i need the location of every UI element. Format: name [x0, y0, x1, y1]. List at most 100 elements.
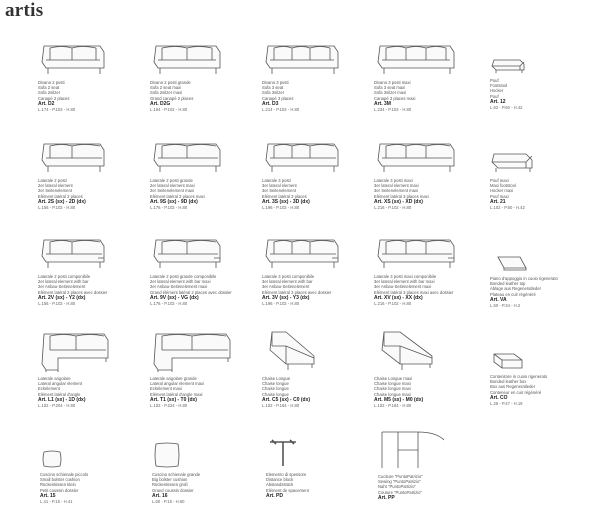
article-code: Art. D2 — [38, 100, 55, 107]
description-line: Elemento di spessore — [266, 472, 307, 477]
description-line: Elément latéral 2 places avec dossier — [38, 289, 108, 295]
description-line: Abstandsstück — [266, 482, 294, 488]
description-line: Laterale 3 posti componibile — [262, 274, 315, 279]
description-line: Canapé 2 places — [38, 95, 70, 101]
description-line: Sofa 2sitzer maxi — [150, 90, 183, 96]
description-line: Elément latéral 3 places maxi — [374, 193, 429, 199]
description-line: Plateau en cuir régénéré — [490, 291, 536, 297]
article-code: Art. PD — [266, 492, 283, 499]
description-line: 3er lateral element maxi — [374, 183, 419, 189]
description-line: Petit coussin dossier — [40, 487, 79, 493]
article-code: Art. 9S (sx) - 9D (dx) — [150, 198, 198, 205]
description-line: Piano d'appoggio in cuoio rigenerato — [490, 276, 558, 281]
dimensions: L.50 - P.34 - H.2 — [490, 302, 521, 308]
description-line: Divano 3 posti maxi — [374, 80, 411, 85]
pouf-drawing — [491, 153, 533, 172]
description-line: Bonded leather box — [490, 379, 527, 385]
description-line: Big bolster cushion — [152, 477, 188, 483]
dimensions: L.174 - P.102 - H.80 — [38, 106, 76, 112]
dimensions: L.216 - P.102 - H.80 — [374, 204, 412, 210]
article-code: Art. 2S (sx) - 2D (dx) — [38, 198, 86, 205]
description-line: Laterale 2 posti componibile — [38, 274, 91, 279]
dimensions: L.26 - P.47 - H.19 — [490, 400, 523, 406]
description-line: Divano 2 posti grande — [150, 80, 191, 85]
article-code: Art. 3M — [374, 100, 391, 107]
description-line: Laterale 3 posti — [262, 178, 291, 183]
description-line: Elément latéral d'angle maxi — [150, 391, 203, 397]
sofa-drawing — [153, 239, 221, 268]
sofa-drawing — [41, 333, 109, 372]
description-line: Sewing "PuntoPatrizio" — [378, 479, 421, 485]
description-line: Elément latéral d'angle — [38, 391, 81, 397]
chaise-drawing — [269, 331, 315, 370]
article-code: Art. 9V (sx) - VG (dx) — [150, 294, 199, 301]
description-line: Chaise Longue maxi — [374, 376, 413, 381]
dimensions: L.102 - P.60 - H.42 — [490, 204, 525, 210]
article-code: Art. 2V (sx) - Y2 (dx) — [38, 294, 86, 301]
description-line: Laterale 2 posti grande — [150, 178, 193, 183]
description-line: 3er Anbau-Seitenelement — [262, 284, 310, 290]
article-code: Art. CO — [490, 394, 508, 401]
description-line: Sofa 3 seat maxi — [374, 85, 406, 91]
description-line: Couture "PuntoPatrizio" — [378, 489, 422, 495]
sofa-drawing — [265, 239, 339, 268]
description-line: Hocker — [490, 88, 504, 94]
dimensions: L.176 - P.102 - H.80 — [150, 300, 188, 306]
description-line: Elément latéral 2 places maxi — [150, 193, 205, 199]
dimensions: L.60 - P.15 - H.60 — [152, 498, 185, 504]
description-line: 2er Seitenelement maxi — [150, 188, 194, 194]
sewing-drawing — [381, 431, 445, 468]
article-code: Art. XV (sx) - XX (dx) — [374, 294, 423, 301]
description-line: Chaise longue — [262, 391, 289, 397]
description-line: 3er Seitenelement maxi — [374, 188, 418, 194]
description-line: 3er Anbau-Seitenelement maxi — [374, 284, 432, 290]
dimensions: L.102 - P.184 - H.80 — [374, 402, 412, 408]
article-code: Art. T1 (sx) - T0 (dx) — [150, 396, 197, 403]
sofa-drawing — [265, 143, 339, 172]
description-line: Grand coussin dossier — [152, 487, 194, 493]
description-line: Box aus Regeneratleder — [490, 384, 536, 390]
product-sewing-detail: Cuciture "PuntoPatrizio"Sewing "PuntoPat… — [378, 430, 490, 501]
dimensions: L.214 - P.102 - H.80 — [262, 106, 300, 112]
cushion-drawing — [42, 450, 62, 468]
description-line: Laterale angolare grande — [150, 376, 197, 381]
description-line: Hocker maxi — [490, 188, 514, 194]
article-code: Art. 21 — [490, 198, 506, 205]
description-line: Grand élément latéral 2 places avec doss… — [150, 289, 232, 295]
pouf-drawing — [491, 59, 525, 73]
description-line: Pouf maxi — [490, 193, 509, 199]
description-line: Sofa 2sitzer — [38, 90, 61, 96]
article-code: Art. 3V (sx) - Y3 (dx) — [262, 294, 310, 301]
dimensions: L.216 - P.102 - H.80 — [374, 300, 412, 306]
dimensions: L.102 - P.204 - H.80 — [38, 402, 76, 408]
description-line: Elément latéral 3 places maxi avec dossi… — [374, 289, 454, 295]
description-line: Chaise Longue — [262, 376, 291, 381]
description-line: Sofa 3sitzer — [262, 90, 285, 96]
article-code: Art. 16 — [152, 492, 168, 499]
description-line: Divano 3 posti — [262, 80, 289, 85]
description-line: Pouf — [490, 78, 499, 83]
article-code: Art. D3 — [262, 100, 279, 107]
description-line: Small bolster cushion — [40, 477, 80, 483]
description-line: Laterale angolare — [38, 376, 71, 381]
dimensions: L.156 - P.102 - H.80 — [38, 300, 76, 306]
description-line: 2er lateral element with bar maxi — [150, 279, 211, 285]
dimensions: L.196 - P.102 - H.80 — [262, 204, 300, 210]
description-line: Laterale 2 posti grande componibile — [150, 274, 217, 279]
article-code: Art. L1 (sx) - 1D (dx) — [38, 396, 86, 403]
description-line: Rückenkissen klein — [40, 482, 76, 488]
description-line: Distance block — [266, 477, 294, 483]
article-code: Art. 15 — [40, 492, 56, 499]
description-line: Eckelement maxi — [150, 386, 182, 392]
